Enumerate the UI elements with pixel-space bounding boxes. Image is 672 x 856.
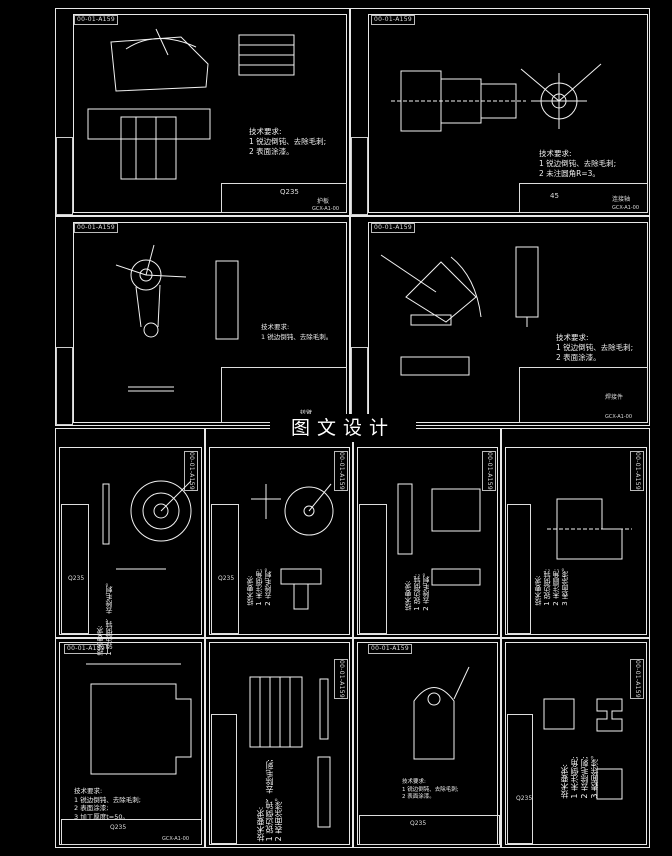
part-drawing xyxy=(391,63,602,132)
drawing-sheet-11[interactable]: 00-01-A159 技术要求:1 锐边倒钝、去除毛刺;2 表面涂漆。 Q235 xyxy=(353,638,501,848)
part-drawing xyxy=(543,698,623,800)
drawing-code: 00-01-A159 xyxy=(334,659,348,700)
drawing-sheet-8[interactable]: 00-01-A159 技术要求:1 锐边倒钝;2 未注圆角;3 表面涂漆。 xyxy=(501,428,650,638)
part-drawing xyxy=(413,666,470,760)
drawing-code: 00-01-A159 xyxy=(371,15,416,25)
tech-notes: 技术要求:1 锐边倒钝、去除毛刺;2 表面涂漆;3 加工厚度t=50。 xyxy=(74,787,141,821)
sheet-border xyxy=(357,447,498,635)
drawing-code: 00-01-A159 xyxy=(74,15,119,25)
drawing-sheet-6[interactable]: 00-01-A159 技术要求:1 未注倒角;2 去除毛刺。 Q235 xyxy=(205,428,353,638)
side-strip xyxy=(56,347,73,425)
sheet-border xyxy=(73,222,347,423)
drawing-sheet-2[interactable]: 00-01-A159 技术要求:1 锐边倒钝、去除毛刺;2 未注圆角R=3。 4… xyxy=(350,8,650,216)
sheet-border xyxy=(505,447,647,635)
title-block: 45 连接轴 GCX-A1-00 xyxy=(519,183,648,213)
drawing-sheet-1[interactable]: 00-01-A159 技术要求:1 锐边倒钝、去除毛刺;2 表面涂漆。 Q235… xyxy=(55,8,350,216)
tech-notes: 技术要求:1 锐边倒钝、去除毛刺;2 未注圆角R=3。 xyxy=(539,149,617,178)
tech-notes: 技术要求:1 锐边倒钝、去除毛刺;2 表面涂漆。 xyxy=(256,759,283,842)
title-block: Q235 护板 GCX-A1-00 xyxy=(221,183,347,213)
sheet-border xyxy=(209,447,350,635)
title-block xyxy=(359,504,387,634)
side-strip xyxy=(351,137,368,215)
part-drawing xyxy=(87,28,295,180)
tech-notes: 技术要求:1 锐边倒钝;2 未注圆角;3 表面涂漆。 xyxy=(534,564,569,606)
sheet-border xyxy=(73,14,347,213)
tech-notes: 技术要求:1 锐边倒钝、去除毛刺;2 表面涂漆。 xyxy=(402,779,459,800)
drawing-sheet-3[interactable]: 00-01-A159 技术要求:1 锐边倒钝、去除毛刺。 转臂 xyxy=(55,216,350,426)
drawing-code: 00-01-A159 xyxy=(184,451,198,492)
drawing-sheet-12[interactable]: 00-01-A159 技术要求:1 未注倒角;2 去除毛刺;3 表面涂漆。 Q2… xyxy=(501,638,650,848)
drawing-sheet-10[interactable]: 00-01-A159 技术要求:1 锐边倒钝、去除毛刺;2 表面涂漆。 xyxy=(205,638,353,848)
part-drawing xyxy=(86,663,192,775)
part-drawing xyxy=(251,483,334,610)
drawing-sheet-4[interactable]: 00-01-A159 技术要求:1 锐边倒钝、去除毛刺;2 表面涂漆。 焊接件 … xyxy=(350,216,650,426)
drawing-sheet-9[interactable]: 00-01-A159 技术要求:1 锐边倒钝、去除毛刺;2 表面涂漆;3 加工厚… xyxy=(55,638,205,848)
title-block: Q235 xyxy=(359,815,500,845)
tech-notes: 技术要求:1 未注倒角;2 去除毛刺。 xyxy=(246,564,272,606)
sheet-border xyxy=(59,447,202,635)
drawing-code: 00-01-A159 xyxy=(482,451,496,492)
part-drawing xyxy=(397,483,481,586)
title-block: 焊接件 GCX-A1-00 xyxy=(519,367,648,423)
drawing-code: 00-01-A159 xyxy=(371,223,416,233)
drawing-code: 00-01-A159 xyxy=(630,451,644,492)
title-block: Q235 xyxy=(61,504,89,634)
drawing-code: 00-01-A159 xyxy=(64,644,109,654)
sheet-border xyxy=(368,222,648,423)
watermark-title: 图文设计 xyxy=(270,414,416,442)
part-drawing xyxy=(249,676,331,828)
tech-notes: 技术要求:1 锐边倒钝、去除毛刺;2 表面涂漆。 xyxy=(556,333,634,362)
sheet-border xyxy=(209,642,350,845)
part-drawing xyxy=(115,244,239,392)
tech-notes: 技术要求:1 锐边倒钝;2 去除毛刺。 xyxy=(404,569,430,611)
title-block: Q235 xyxy=(211,504,239,634)
part-drawing xyxy=(380,246,539,376)
drawing-sheet-5[interactable]: 00-01-A159 技术要求:1 锐边倒钝、去除毛刺。 Q235 xyxy=(55,428,205,656)
sheet-border xyxy=(368,14,648,213)
title-block: Q235 xyxy=(507,714,533,844)
sheet-border xyxy=(505,642,647,845)
drawing-code: 00-01-A159 xyxy=(630,659,644,700)
side-strip xyxy=(56,137,73,215)
drawing-code: 00-01-A159 xyxy=(74,223,119,233)
title-block xyxy=(211,714,237,844)
title-block: Q235 GCX-A1-00 xyxy=(61,819,202,845)
tech-notes: 技术要求:1 未注倒角;2 去除毛刺;3 表面涂漆。 xyxy=(560,751,599,799)
tech-notes: 技术要求:1 锐边倒钝、去除毛刺。 xyxy=(261,323,333,341)
tech-notes: 技术要求:1 锐边倒钝、去除毛刺;2 表面涂漆。 xyxy=(249,127,327,156)
part-drawing xyxy=(547,498,632,560)
drawing-code: 00-01-A159 xyxy=(368,644,413,654)
drawing-sheet-7[interactable]: 00-01-A159 技术要求:1 锐边倒钝;2 去除毛刺。 xyxy=(353,428,501,638)
part-drawing xyxy=(102,480,192,570)
drawing-code: 00-01-A159 xyxy=(334,451,348,492)
title-block xyxy=(507,504,531,634)
